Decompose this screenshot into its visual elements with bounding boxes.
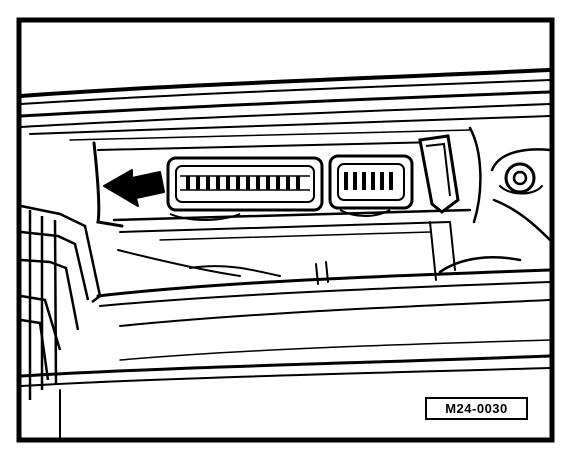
small-connector [328, 154, 414, 217]
right-mount [468, 126, 552, 242]
lower-hoses [96, 256, 552, 327]
lower-body [19, 339, 552, 439]
upper-panel [19, 68, 552, 141]
connector-latch [418, 134, 460, 214]
arrow-icon [103, 169, 165, 207]
reference-code-label: M24-0030 [425, 397, 528, 420]
left-bracket [20, 204, 102, 400]
large-connector [166, 156, 324, 221]
ecu-housing [92, 141, 472, 281]
